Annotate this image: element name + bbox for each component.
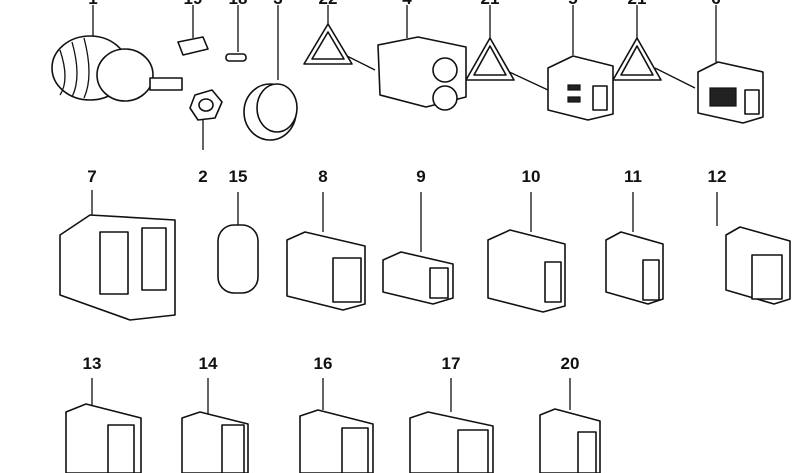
callout-16: 16	[313, 354, 333, 373]
callout-13: 13	[82, 354, 102, 373]
part-19-sleeve	[177, 36, 209, 56]
part-21-warning-symbol-2	[612, 37, 662, 81]
callout-3: 3	[273, 0, 282, 7]
callout-11: 11	[624, 167, 642, 186]
callout-8: 8	[318, 167, 328, 186]
callout-9: 9	[416, 167, 426, 186]
part-10-switch	[487, 229, 566, 313]
callout-18: 18	[229, 0, 248, 7]
part-22-warning-symbol	[303, 23, 353, 65]
callout-17: 17	[441, 354, 461, 373]
part-13-switch	[65, 403, 142, 473]
callout-2: 2	[198, 167, 208, 186]
part-7-bezel	[59, 214, 176, 321]
leader-lines	[91, 5, 718, 415]
callout-6: 6	[711, 0, 720, 7]
callout-7: 7	[87, 167, 97, 186]
part-4-switch	[377, 36, 467, 111]
part-21-warning-symbol	[465, 37, 515, 81]
part-16-switch	[299, 409, 374, 473]
callout-15: 15	[228, 167, 248, 186]
part-17-switch	[409, 411, 494, 473]
part-18-bulb	[225, 53, 247, 62]
callout-21b: 21	[628, 0, 647, 7]
part-20-switch	[539, 408, 601, 473]
part-11-switch	[605, 231, 664, 305]
callout-19: 19	[184, 0, 203, 7]
part-12-switch	[725, 226, 791, 305]
callout-5: 5	[568, 0, 577, 7]
callout-10: 10	[521, 167, 541, 186]
callout-12: 12	[707, 167, 727, 186]
part-8-switch	[286, 231, 366, 311]
part-9-switch	[382, 251, 454, 305]
callout-20: 20	[560, 354, 580, 373]
callout-4: 4	[402, 0, 411, 7]
callout-14: 14	[198, 354, 218, 373]
callout-21: 21	[481, 0, 500, 7]
part-2-nut	[189, 89, 223, 121]
part-5-switch	[547, 55, 614, 121]
part-14-switch	[181, 411, 249, 473]
part-6-switch	[697, 61, 764, 124]
callout-1: 1	[88, 0, 97, 7]
callout-22: 22	[319, 0, 338, 7]
part-3-knob	[243, 83, 298, 141]
part-1-motor	[51, 35, 183, 102]
part-15-cover	[217, 224, 259, 294]
